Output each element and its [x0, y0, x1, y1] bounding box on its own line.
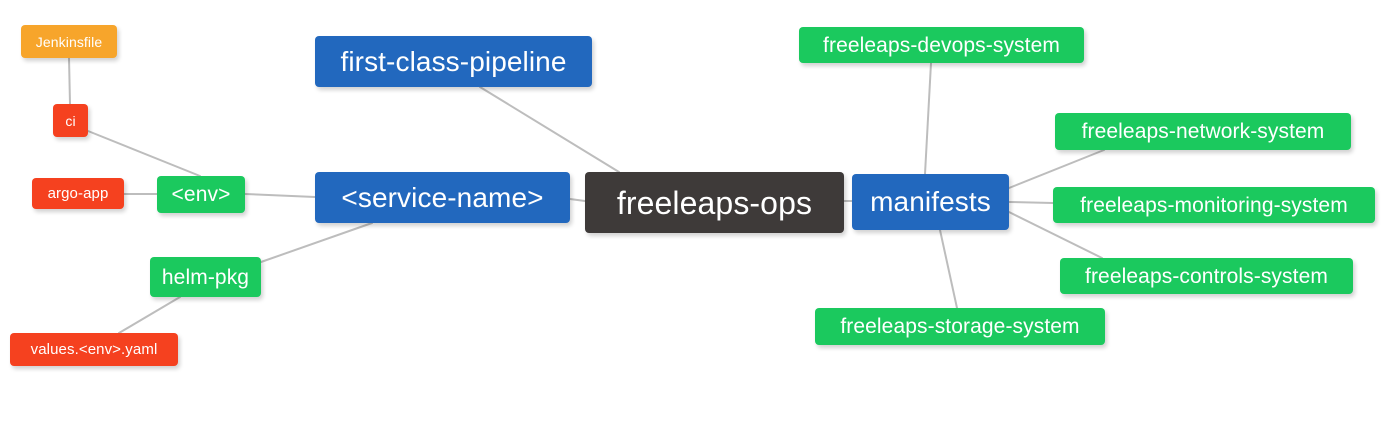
mindmap-node-devops-system[interactable]: freeleaps-devops-system [799, 27, 1084, 63]
mindmap-node-label: <service-name> [341, 181, 544, 213]
mindmap-node-label: values.<env>.yaml [30, 341, 158, 358]
edge-manifests-to-devops-system [924, 62, 932, 175]
mindmap-node-label: first-class-pipeline [340, 45, 567, 77]
mindmap-node-label: freeleaps-controls-system [1085, 264, 1328, 288]
mindmap-node-service-name[interactable]: <service-name> [315, 172, 570, 223]
mindmap-node-label: freeleaps-network-system [1081, 120, 1325, 143]
edge-service-name-to-freeleaps-ops [569, 198, 586, 202]
mindmap-node-freeleaps-ops[interactable]: freeleaps-ops [585, 172, 844, 233]
mindmap-node-label: <env> [171, 183, 231, 206]
mindmap-node-label: freeleaps-ops [616, 184, 813, 221]
mindmap-node-label: helm-pkg [161, 265, 250, 289]
edge-env-to-service-name [244, 193, 316, 198]
mindmap-node-network-system[interactable]: freeleaps-network-system [1055, 113, 1351, 150]
mindmap-node-ci[interactable]: ci [53, 104, 88, 137]
mindmap-node-label: manifests [870, 186, 991, 217]
mindmap-node-label: ci [65, 112, 76, 129]
mindmap-node-argo-app[interactable]: argo-app [32, 178, 124, 209]
mindmap-node-label: freeleaps-devops-system [823, 33, 1060, 57]
mindmap-node-label: argo-app [47, 185, 109, 202]
mindmap-node-env[interactable]: <env> [157, 176, 245, 213]
mindmap-node-storage-system[interactable]: freeleaps-storage-system [815, 308, 1105, 345]
mindmap-node-manifests[interactable]: manifests [852, 174, 1009, 230]
edge-manifests-to-monitoring-system [1008, 201, 1054, 204]
edge-values-yaml-to-helm-pkg [118, 296, 181, 334]
mindmap-node-jenkinsfile[interactable]: Jenkinsfile [21, 25, 117, 58]
mindmap-node-label: freeleaps-storage-system [840, 315, 1080, 338]
edge-helm-pkg-to-service-name [260, 222, 373, 263]
mindmap-node-helm-pkg[interactable]: helm-pkg [150, 257, 261, 297]
mindmap-node-first-class-pipeline[interactable]: first-class-pipeline [315, 36, 592, 87]
edge-jenkinsfile-to-ci [68, 57, 71, 105]
mindmap-node-label: Jenkinsfile [35, 33, 103, 50]
edge-manifests-to-network-system [1008, 149, 1105, 189]
mindmap-node-label: freeleaps-monitoring-system [1080, 193, 1348, 217]
edge-manifests-to-storage-system [939, 229, 958, 309]
edge-first-class-pipeline-to-freeleaps-ops [479, 86, 620, 173]
edge-ci-to-env [87, 130, 201, 177]
mindmap-node-values-yaml[interactable]: values.<env>.yaml [10, 333, 178, 366]
mindmap-node-monitoring-system[interactable]: freeleaps-monitoring-system [1053, 187, 1375, 223]
mindmap-node-controls-system[interactable]: freeleaps-controls-system [1060, 258, 1353, 294]
